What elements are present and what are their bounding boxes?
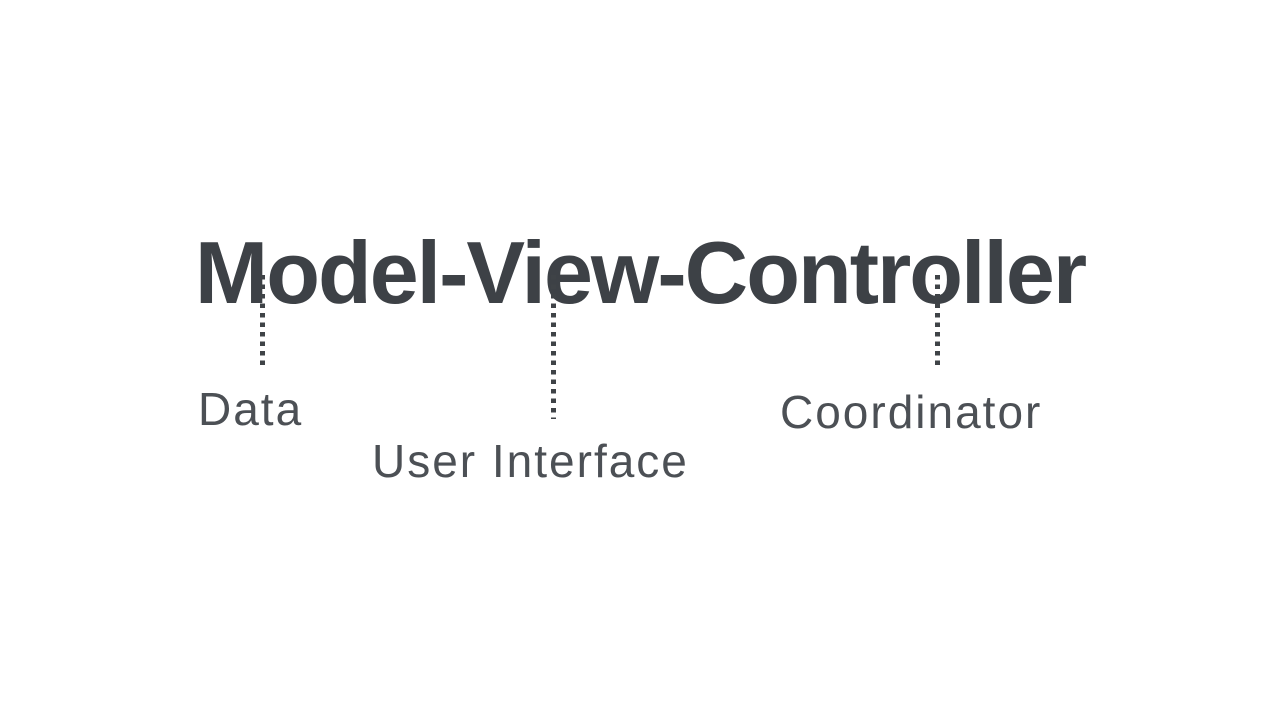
label-model-meaning: Data bbox=[198, 383, 304, 435]
label-view-meaning: User Interface bbox=[372, 435, 689, 487]
dotted-connector-controller bbox=[935, 275, 940, 368]
dotted-connector-model bbox=[260, 275, 265, 368]
label-controller-meaning: Coordinator bbox=[780, 386, 1043, 438]
dotted-connector-view bbox=[551, 275, 556, 419]
slide-title: Model-View-Controller bbox=[194, 222, 1087, 322]
